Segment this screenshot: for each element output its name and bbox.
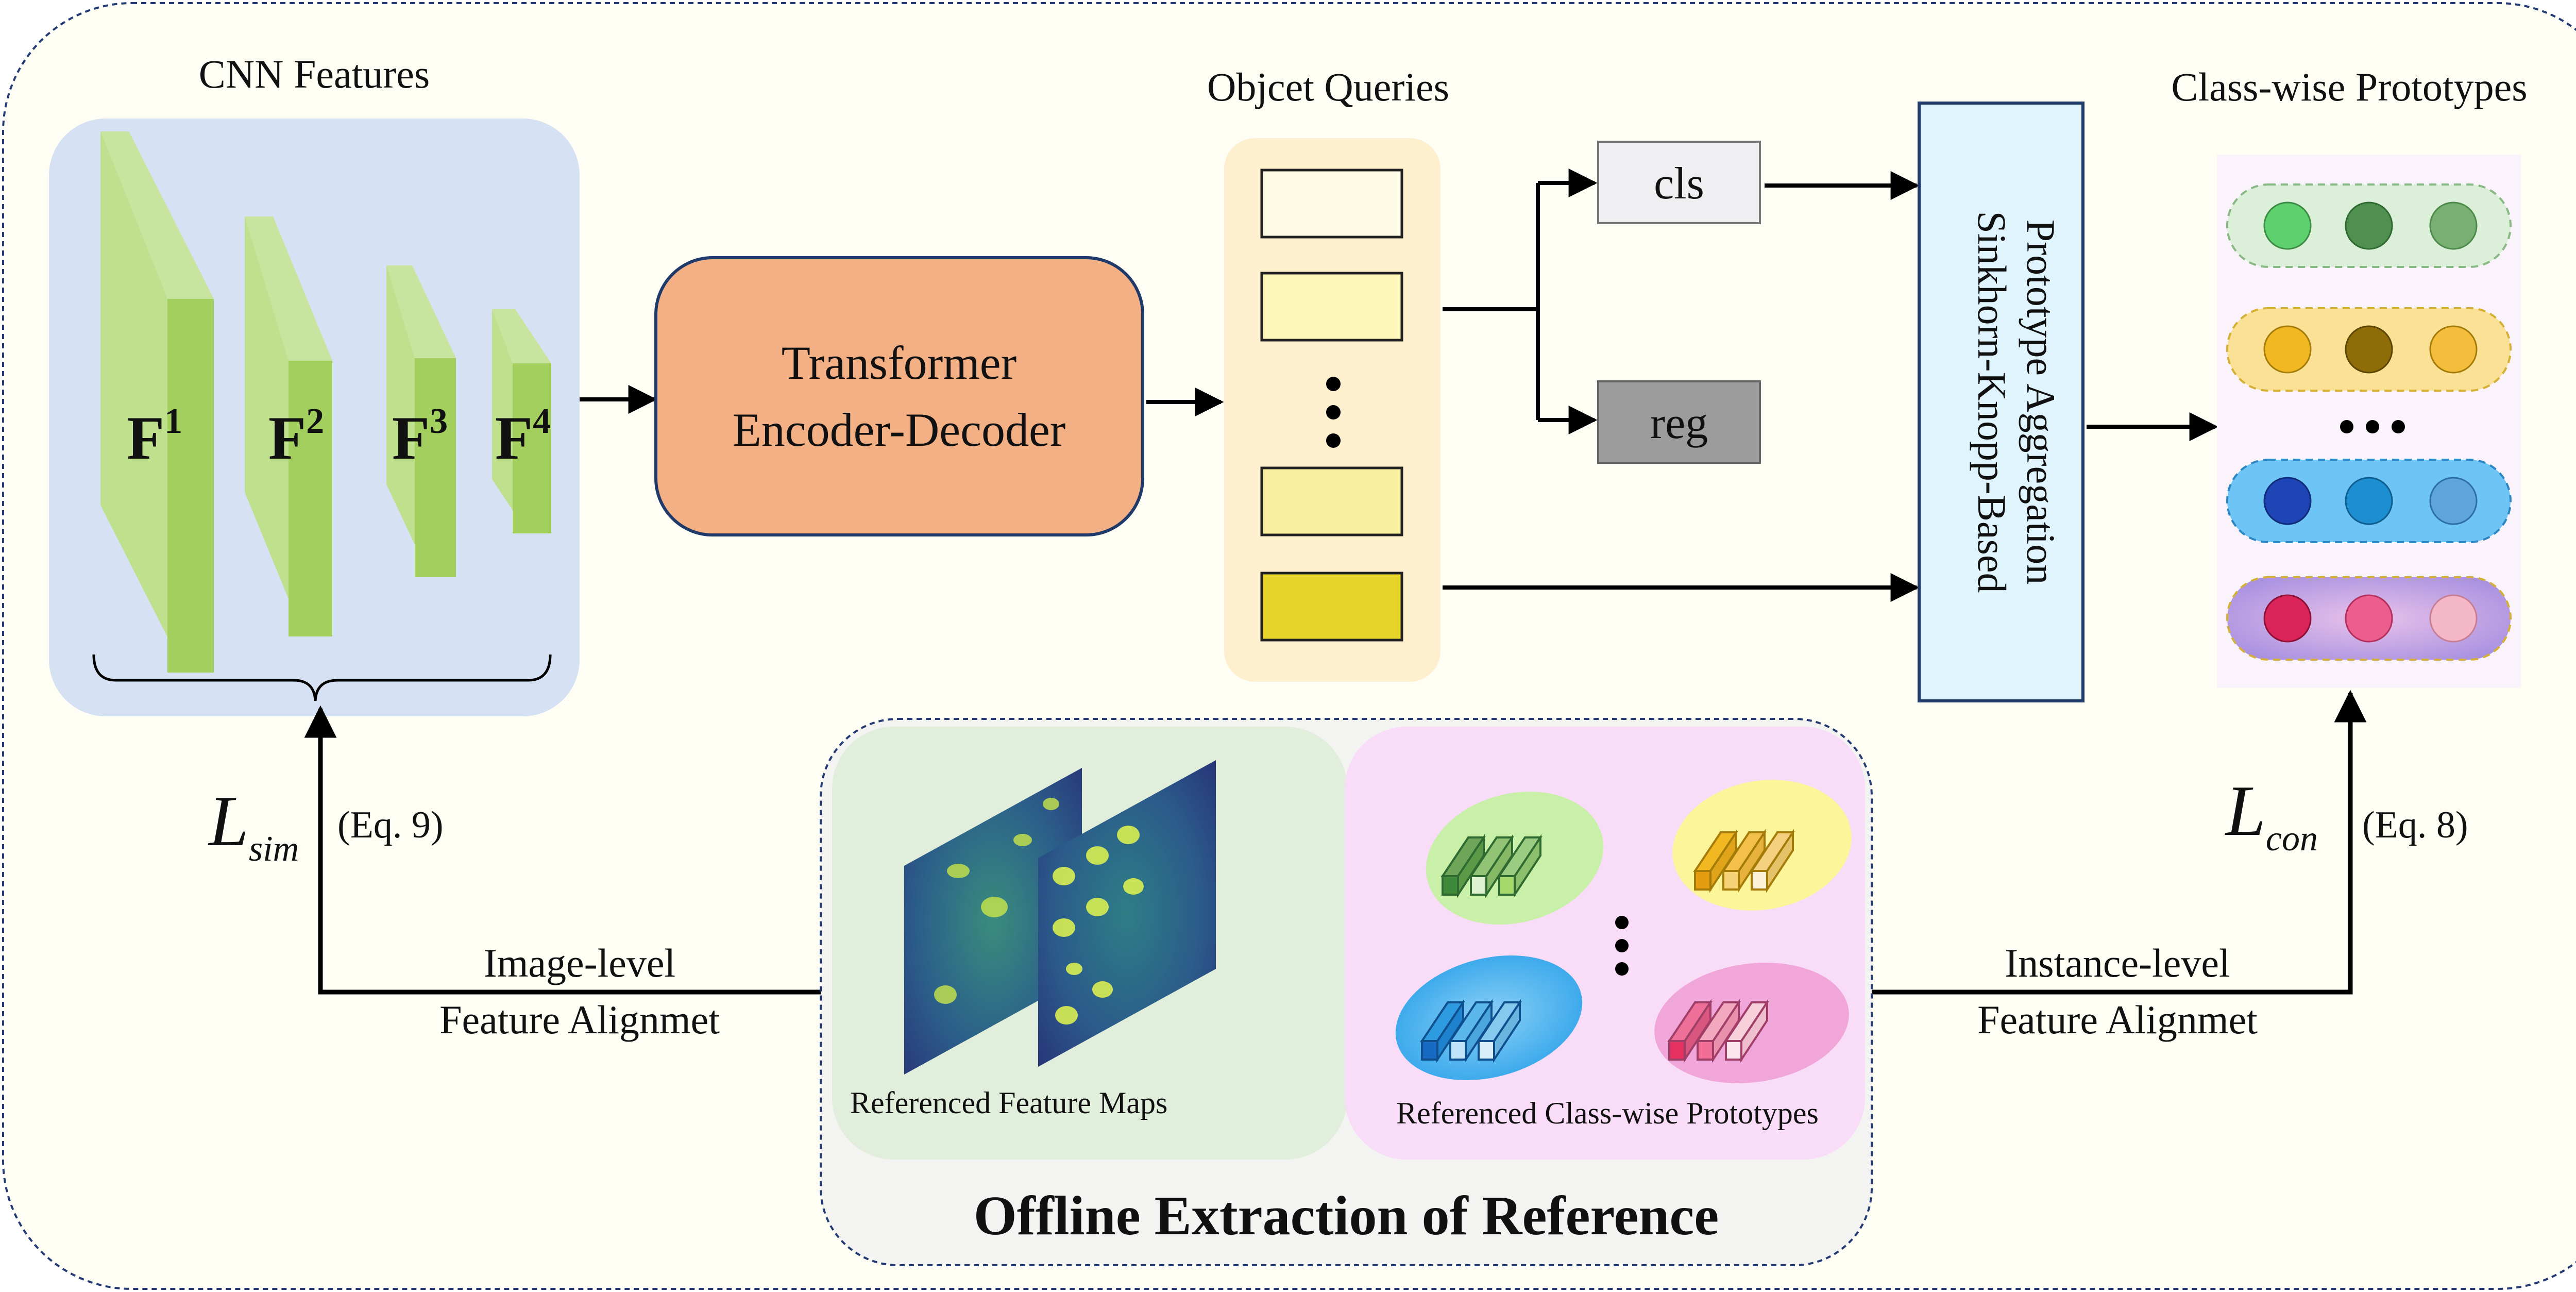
prototype-dot [2263, 594, 2312, 643]
ref-prototype-pink [1654, 963, 1849, 1083]
feature-slab-1 [100, 131, 214, 673]
prototype-dot [2263, 325, 2312, 374]
transformer-box [654, 256, 1144, 536]
ref-prototypes [1395, 780, 1852, 1083]
sinkhorn-box [1918, 102, 2084, 702]
feature-slab-2 [245, 216, 332, 636]
feature-map-images [904, 760, 1216, 1075]
sinkhorn-label-2: Prototype Aggregation [2019, 220, 2063, 584]
feature-labels: F1 F2 F3 F4 [127, 401, 551, 472]
feature-map-2 [1038, 760, 1216, 1067]
query-ellipsis [1326, 377, 1341, 448]
feature-label-2: F2 [268, 401, 324, 472]
loss-con: Lcon [2225, 771, 2318, 859]
ref-prototype-yellow [1672, 780, 1852, 911]
prototype-dot [2345, 594, 2393, 643]
prototype-dot [2429, 202, 2478, 250]
query-3 [1260, 466, 1403, 536]
prototype-dot [2345, 477, 2393, 525]
image-alignment-label-2: Feature Alignmet [439, 997, 720, 1042]
instance-alignment-line [1870, 690, 2367, 995]
cnn-title: CNN Features [199, 52, 430, 96]
reg-box [1597, 380, 1761, 464]
feature-maps [100, 131, 551, 673]
prototype-dot [2429, 325, 2478, 374]
prototype-row-1 [2226, 183, 2512, 268]
loss-con-eq: (Eq. 8) [2362, 804, 2468, 846]
prototypes-title: Class-wise Prototypes [2171, 64, 2527, 109]
query-1 [1260, 169, 1403, 239]
loss-sim-eq: (Eq. 9) [337, 804, 444, 846]
prototype-dot [2263, 477, 2312, 525]
prototype-dot [2263, 202, 2312, 250]
cls-label: cls [1654, 159, 1704, 209]
prototype-dot [2345, 325, 2393, 374]
feature-brace [92, 654, 552, 701]
prototype-dot [2429, 594, 2478, 643]
feature-label-1: F1 [127, 401, 182, 472]
prototype-dot [2429, 477, 2478, 525]
feature-maps-label: Referenced Feature Maps [850, 1086, 1167, 1120]
feature-label-3: F3 [392, 401, 448, 472]
sinkhorn-label-1: Sinkhorn-Knopp-Based [1970, 211, 2014, 593]
offline-title: Offline Extraction of Reference [974, 1185, 1719, 1247]
instance-alignment-label-1: Instance-level [2005, 941, 2230, 985]
feature-slab-4 [492, 309, 551, 533]
queries-title: Objcet Queries [1207, 64, 1449, 109]
image-alignment-line [304, 705, 824, 995]
query-4 [1260, 572, 1403, 642]
ref-prototype-ellipsis [1615, 916, 1629, 976]
reg-label: reg [1650, 398, 1708, 448]
transformer-label-1: Transformer [782, 337, 1017, 389]
instance-alignment-label-2: Feature Alignmet [1977, 997, 2258, 1042]
prototype-row-4 [2226, 576, 2512, 661]
prototype-row-3 [2226, 459, 2512, 543]
feature-label-4: F4 [495, 401, 551, 472]
query-2 [1260, 272, 1403, 342]
feature-slab-3 [386, 265, 456, 577]
prototypes-ref-label: Referenced Class-wise Prototypes [1396, 1096, 1819, 1130]
loss-sim: Lsim [208, 781, 299, 869]
ref-prototype-green [1426, 792, 1604, 925]
prototype-ellipsis [2340, 420, 2405, 433]
transformer-label-2: Encoder-Decoder [733, 404, 1066, 456]
ref-prototype-blue [1395, 955, 1583, 1080]
prototype-row-2 [2226, 307, 2512, 392]
prototype-dot [2345, 202, 2393, 250]
image-alignment-label-1: Image-level [484, 941, 675, 985]
cls-box [1597, 141, 1761, 224]
